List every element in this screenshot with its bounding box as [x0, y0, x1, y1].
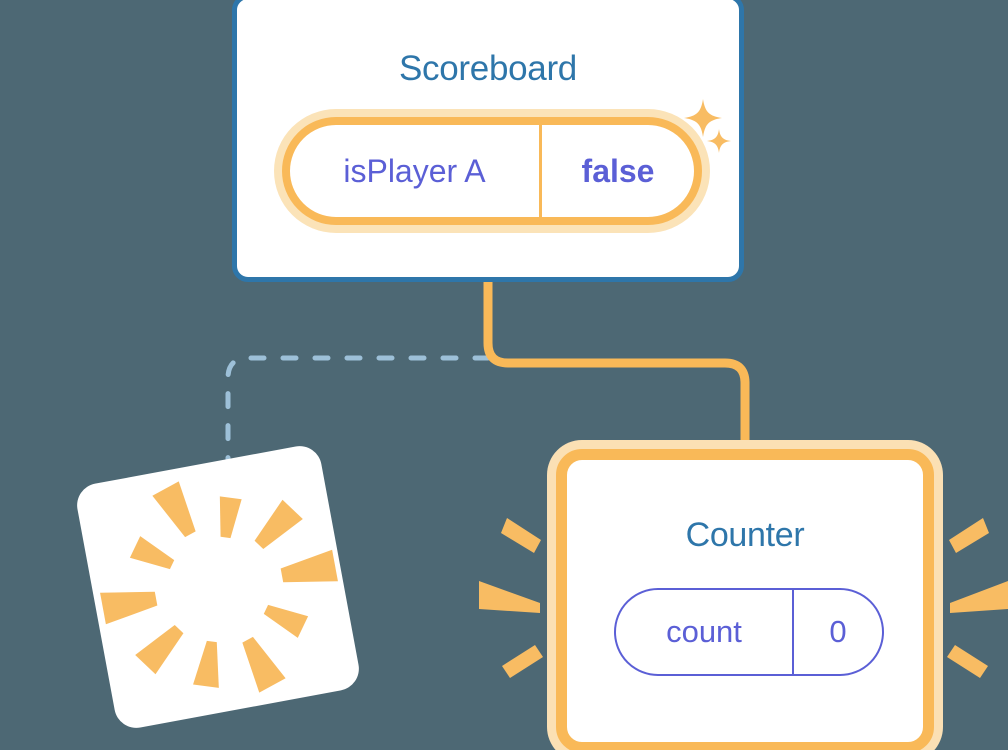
ray-right-middle [950, 581, 1008, 613]
scoreboard-title: Scoreboard [399, 49, 577, 88]
counter-title: Counter [685, 516, 805, 554]
ray-left-middle [479, 581, 540, 613]
blank-card[interactable] [73, 442, 363, 732]
scoreboard-state-pill[interactable]: isPlayer A false [282, 117, 702, 225]
counter-card[interactable]: Counter count 0 [556, 449, 934, 750]
ray-right-upper [949, 518, 989, 553]
ray-left-lower [502, 645, 543, 678]
counter-state-key: count [616, 590, 794, 674]
ray-left-upper [501, 518, 541, 553]
ray-right-lower [947, 645, 988, 678]
solid-connector-path [483, 276, 750, 470]
scoreboard-card[interactable]: Scoreboard isPlayer A false [232, 0, 744, 282]
scoreboard-state-key: isPlayer A [290, 125, 542, 217]
counter-state-value: 0 [829, 614, 847, 649]
scoreboard-state-value: false [581, 152, 655, 189]
counter-state-pill[interactable]: count 0 [614, 588, 884, 676]
